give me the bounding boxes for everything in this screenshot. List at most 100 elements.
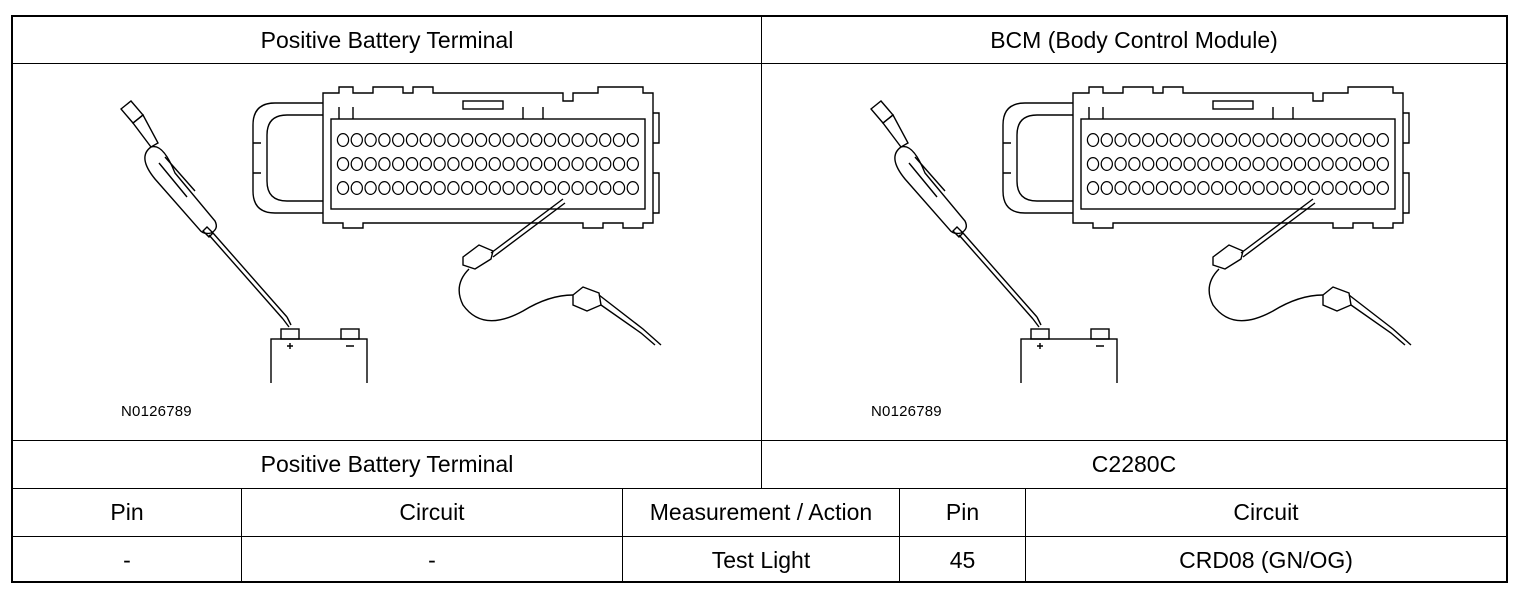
figure-id-left: N0126789 (121, 403, 192, 420)
connector-pin-cavity (585, 132, 598, 147)
connector-pin-cavity (378, 180, 391, 195)
connector-pin-cavity (488, 156, 501, 171)
header-positive-battery-terminal: Positive Battery Terminal (260, 26, 514, 53)
connector-pin-cavity (1169, 132, 1182, 147)
connector-pin-cavity (1086, 132, 1100, 147)
connector-pin-cavity (1266, 132, 1279, 147)
connector-pin-cavity (1280, 132, 1293, 147)
connector-pin-cavity (1321, 156, 1334, 171)
connector-pin-cavity (1224, 132, 1238, 147)
connector-pin-cavity (1114, 156, 1127, 171)
divider (241, 488, 242, 583)
connector-pin-cavity (1307, 132, 1320, 147)
connector-pin-cavity (599, 180, 612, 195)
connector-pin-cavity (447, 132, 460, 147)
connector-pin-cavity (502, 180, 515, 195)
connector-pin-cavity (571, 132, 584, 147)
connector-pin-cavity (1197, 156, 1210, 171)
connector-pin-cavity (530, 180, 543, 195)
connector-pin-cavity (1128, 180, 1141, 195)
connector-pin-cavity (1362, 132, 1376, 147)
connector-pin-cavity (530, 156, 543, 171)
connector-pin-cavity (1362, 156, 1376, 171)
connector-pin-cavity (461, 156, 474, 171)
test-light-illustration (103, 83, 663, 392)
connector-pin-cavity (1211, 156, 1224, 171)
connector-pin-cavity (474, 180, 488, 195)
connector-pin-cavity (1349, 132, 1362, 147)
connector-pin-cavity (1128, 156, 1141, 171)
connector-pin-cavity (1211, 132, 1224, 147)
connector-pin-cavity (1321, 180, 1334, 195)
connector-pin-cavity (1266, 180, 1279, 195)
connector-pin-cavity (392, 156, 405, 171)
connector-pin-cavity (1252, 132, 1265, 147)
connector-pin-cavity (626, 156, 640, 171)
connector-pin-cavity (516, 156, 529, 171)
connector-pin-cavity (612, 132, 626, 147)
connector-pin-cavity (571, 180, 584, 195)
connector-pin-cavity (364, 180, 377, 195)
connector-pin-cavity (599, 132, 612, 147)
connector-pin-cavity (1114, 132, 1127, 147)
connector-pin-cavity (530, 132, 543, 147)
connector-pin-cavity (1321, 132, 1334, 147)
connector-pin-cavity (378, 132, 391, 147)
divider (13, 440, 1506, 441)
connector-pin-cavity (1307, 156, 1320, 171)
connector-pin-cavity (474, 156, 488, 171)
connector-pin-cavity (1183, 132, 1196, 147)
connector-pin-cavity (1197, 132, 1210, 147)
header-bcm: BCM (Body Control Module) (990, 26, 1278, 53)
connector-pin-cavity (1362, 180, 1376, 195)
cell-measurement-action: Test Light (711, 546, 811, 573)
cell-circuit: - (428, 546, 436, 573)
connector-pin-cavity (1238, 180, 1251, 195)
test-light-to-connector-diagram (119, 86, 662, 392)
connector-pin-cavity (1183, 180, 1196, 195)
connector-pin-cavity (516, 180, 529, 195)
connector-pin-cavity (543, 156, 557, 171)
connector-pin-cavity (626, 132, 640, 147)
connector-pin-cavity (1280, 180, 1293, 195)
connector-pin-cavity (1238, 132, 1251, 147)
connector-pin-cavity (502, 156, 515, 171)
connector-pin-cavity (1335, 132, 1348, 147)
connector-pin-cavity (433, 132, 446, 147)
connector-pin-cavity (1100, 180, 1113, 195)
connector-pin-cavity (1155, 180, 1169, 195)
connector-pin-cavity (1252, 156, 1265, 171)
connector-pin-cavity (461, 180, 474, 195)
connector-pin-cavity (1293, 180, 1307, 195)
connector-pin-cavity (516, 132, 529, 147)
connector-pin-cavity (1293, 132, 1307, 147)
cell-pin: - (123, 546, 131, 573)
connector-pin-cavity (1142, 132, 1155, 147)
connector-pin-cavity (1128, 132, 1141, 147)
connector-pin-cavity (488, 180, 501, 195)
connector-pin-cavity (419, 180, 432, 195)
divider (1025, 488, 1026, 583)
divider (13, 63, 1506, 64)
connector-pin-cavity (1197, 180, 1210, 195)
connector-pin-cavity (350, 156, 363, 171)
connector-pin-cavity (405, 180, 419, 195)
connector-pin-cavity (1114, 180, 1127, 195)
connector-pin-cavity (1335, 156, 1348, 171)
connector-pin-cavity (1376, 156, 1390, 171)
column-header-circuit: Circuit (399, 499, 465, 525)
connector-pin-cavity (1100, 156, 1113, 171)
connector-pin-cavity (557, 156, 570, 171)
connector-pin-cavity (447, 156, 460, 171)
section-positive-battery-terminal: Positive Battery Terminal (260, 451, 514, 477)
connector-pin-cavity (336, 180, 350, 195)
column-header-pin: Pin (945, 499, 980, 525)
divider (761, 17, 762, 489)
connector-pin-cavity (1376, 180, 1390, 195)
connector-pin-cavity (1100, 132, 1113, 147)
test-light-to-connector-diagram (869, 86, 1412, 392)
connector-pin-cavity (599, 156, 612, 171)
cell-circuit: CRD08 (GN/OG) (1179, 546, 1353, 573)
connector-pin-cavity (336, 132, 350, 147)
connector-pin-cavity (461, 132, 474, 147)
